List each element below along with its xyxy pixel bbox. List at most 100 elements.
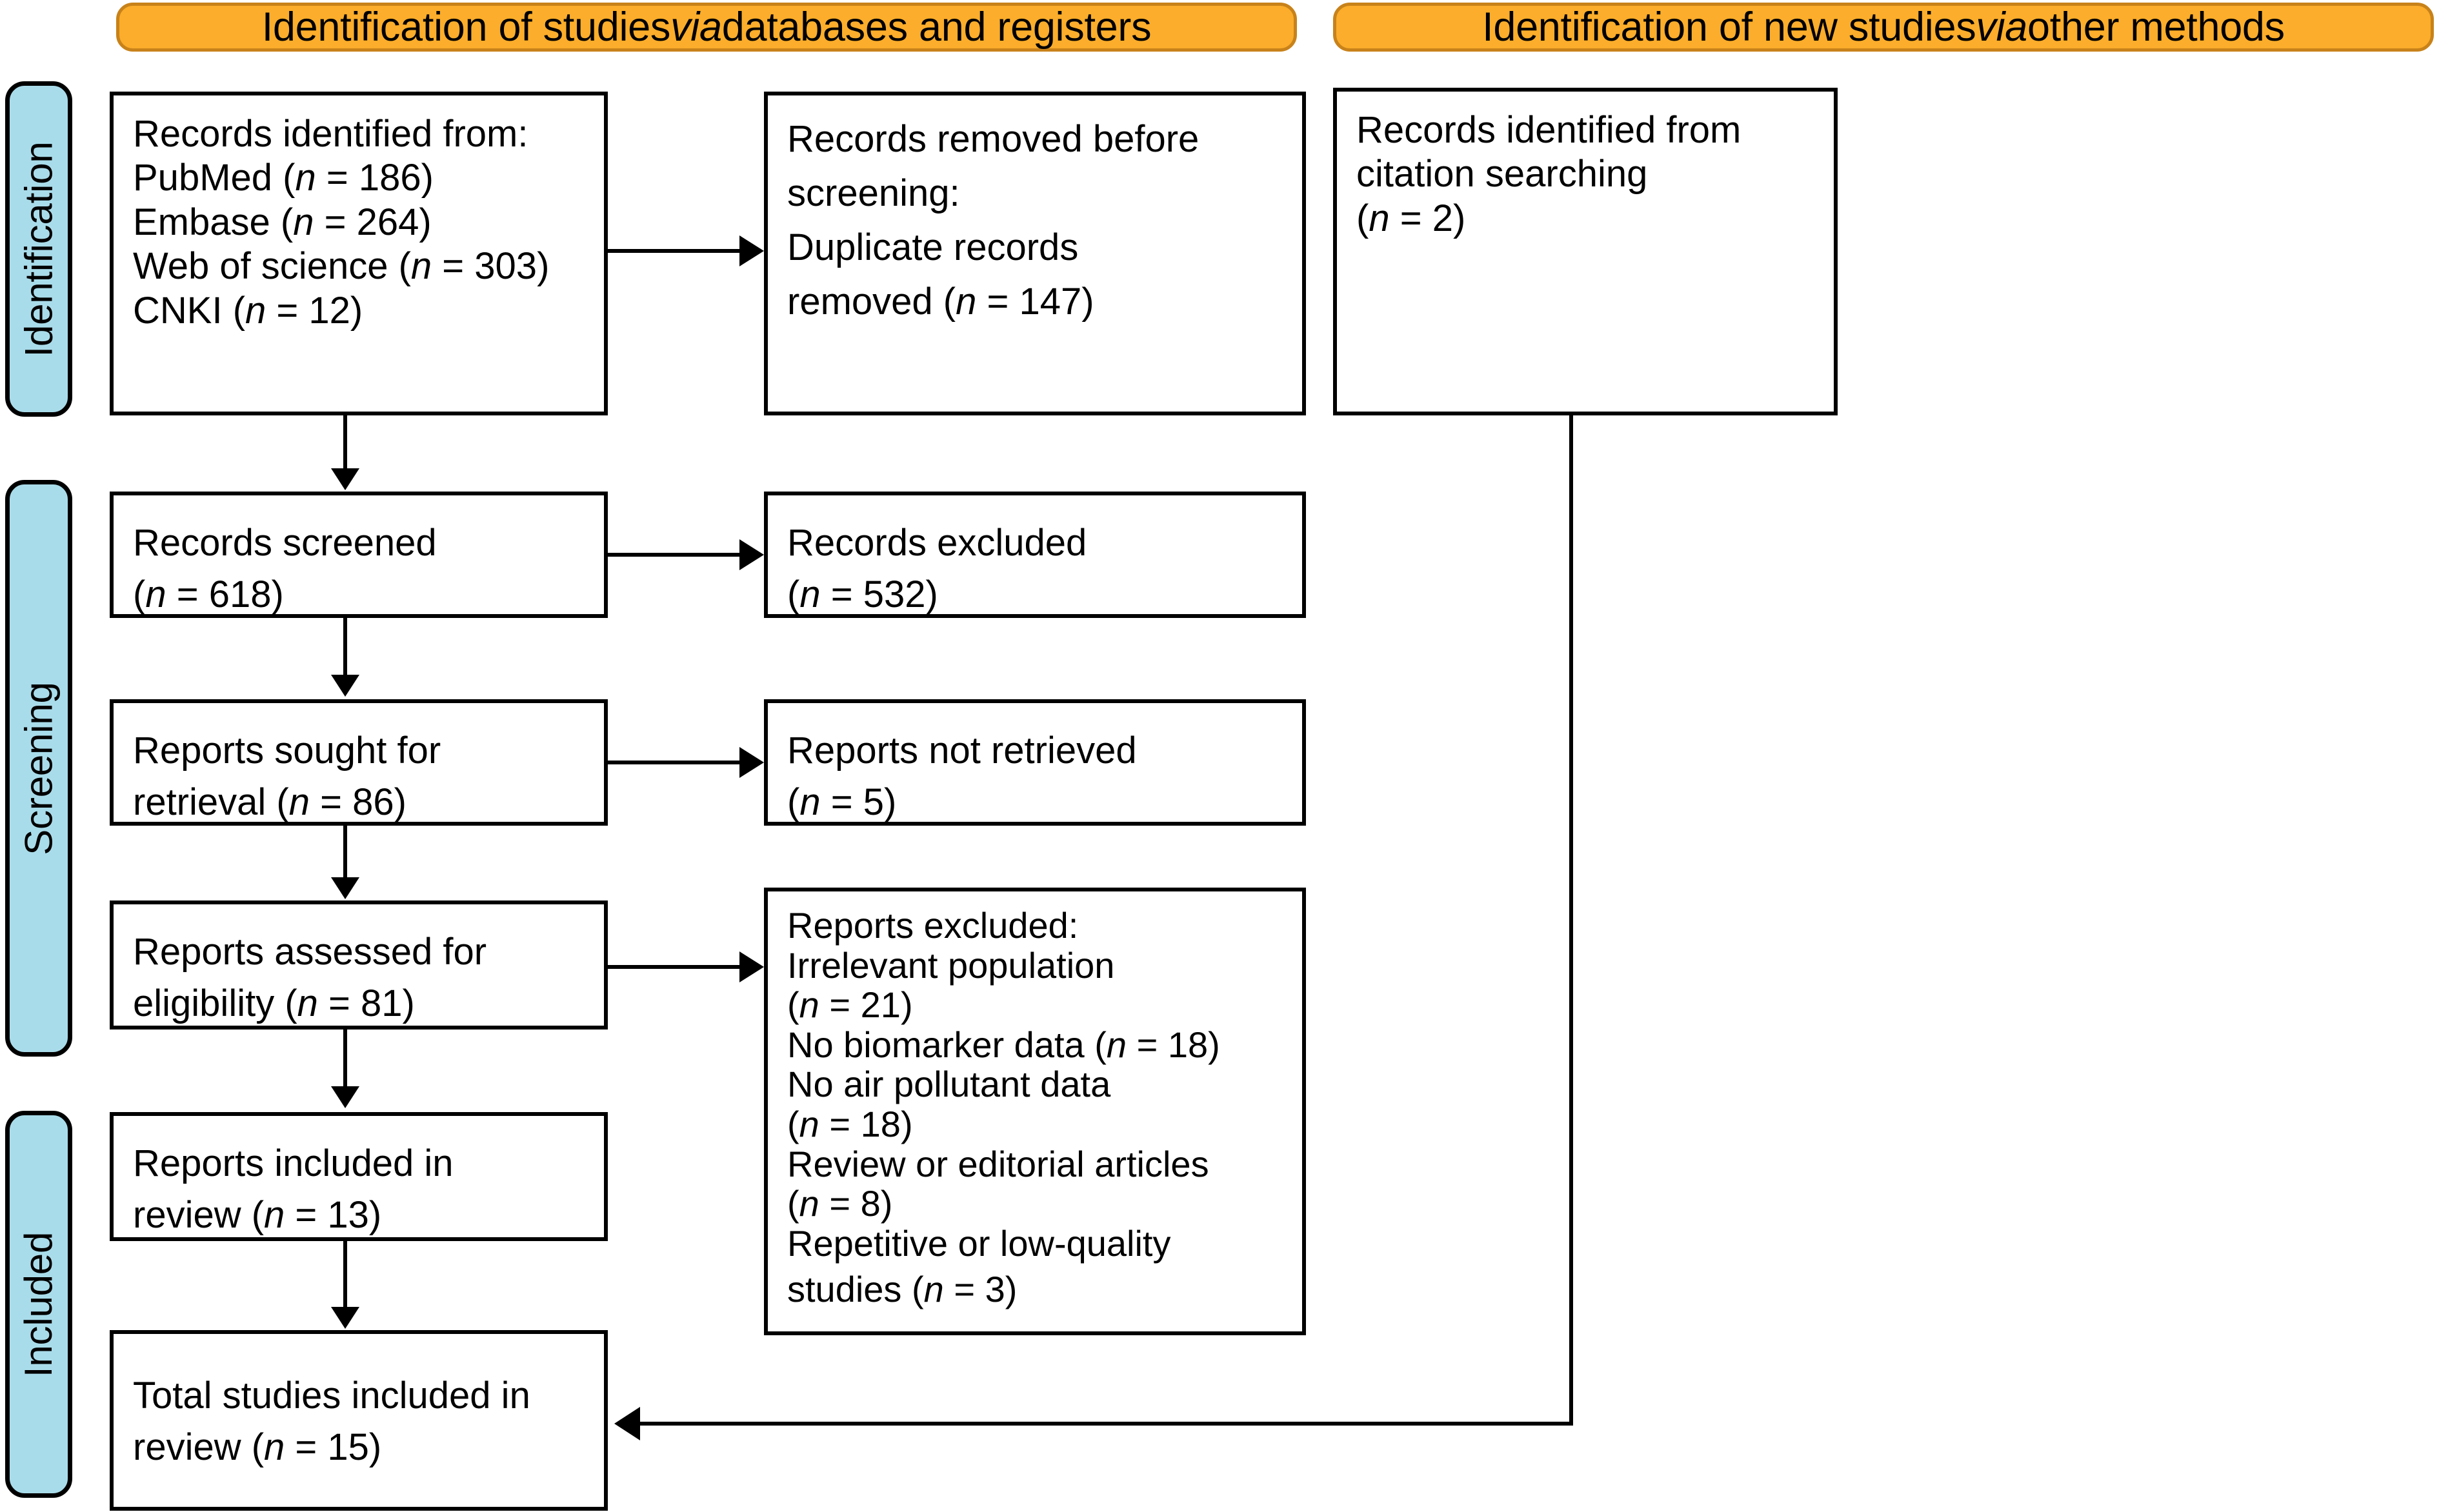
records-excluded-n: 532 (863, 573, 926, 616)
source-name: Embase (133, 201, 270, 243)
arrowhead-assessed-to-included (331, 1086, 359, 1108)
reports-sought-line2-pre: retrieval ( (133, 781, 289, 824)
arrowhead-sought-to-not-retrieved (739, 747, 764, 778)
reason-n: 18 (860, 1103, 901, 1144)
reports-excluded-reason-3-text: Review or editorial articles (787, 1143, 1209, 1184)
records-screened-n: 618 (208, 573, 272, 616)
reports-assessed-line2: eligibility (n = 81) (133, 982, 415, 1025)
records-identified-source-3: CNKI (n = 12) (133, 289, 363, 332)
reports-excluded-reason-2-text: No air pollutant data (787, 1064, 1111, 1105)
box-reports-included: Reports included in review (n = 13) (110, 1112, 608, 1241)
reason-text: No biomarker data (787, 1024, 1085, 1065)
source-name: PubMed (133, 157, 273, 199)
records-excluded-label: Records excluded (787, 522, 1087, 564)
records-removed-line4-pre: removed ( (787, 281, 956, 323)
records-identified-source-0: PubMed (n = 186) (133, 157, 434, 199)
reports-excluded-reason-1: No biomarker data (n = 18) (787, 1024, 1220, 1065)
reports-excluded-reason-0-text: Irrelevant population (787, 944, 1115, 986)
total-included-n: 15 (327, 1426, 369, 1469)
total-included-line2-pre: review ( (133, 1426, 265, 1469)
source-count: 12 (308, 289, 350, 332)
box-reports-sought: Reports sought for retrieval (n = 86) (110, 699, 608, 826)
phase-header-databases-post: databases and registers (721, 5, 1152, 50)
connector-citation-horizontal (639, 1422, 1573, 1426)
reports-not-retrieved-label: Reports not retrieved (787, 730, 1137, 771)
reason-n: 21 (860, 984, 901, 1026)
total-included-line1: Total studies included in (133, 1375, 530, 1417)
connector-identified-to-removed (608, 249, 739, 253)
reports-included-n: 13 (327, 1194, 369, 1237)
reports-excluded-title: Reports excluded: (787, 905, 1079, 946)
citation-searching-line2: citation searching (1356, 153, 1648, 195)
connector-included-to-total (343, 1241, 347, 1308)
reports-excluded-reason-4-text: Repetitive or low-quality (787, 1222, 1171, 1264)
reports-included-line2-pre: review ( (133, 1194, 265, 1237)
reports-sought-n: 86 (352, 781, 394, 824)
records-removed-line4: removed (n = 147) (787, 281, 1094, 323)
box-total-included: Total studies included in review (n = 15… (110, 1330, 608, 1511)
connector-sought-to-not-retrieved (608, 761, 739, 764)
arrowhead-identified-to-screened (331, 468, 359, 490)
records-identified-source-1: Embase (n = 264) (133, 201, 432, 243)
records-excluded-count: (n = 532) (787, 573, 938, 616)
arrowhead-screened-to-excluded (739, 539, 764, 570)
reports-sought-line1: Reports sought for (133, 730, 441, 771)
stage-bar-screening: Screening (5, 480, 72, 1057)
stage-bar-screening-label: Screening (17, 681, 61, 855)
box-reports-excluded: Reports excluded: Irrelevant population … (764, 888, 1306, 1335)
phase-header-other-italic: via (1976, 5, 2028, 50)
arrowhead-sought-to-assessed (331, 877, 359, 899)
reports-sought-line2: retrieval (n = 86) (133, 781, 406, 824)
arrowhead-citation-to-total (614, 1407, 640, 1440)
reports-assessed-n: 81 (361, 982, 403, 1025)
reports-excluded-reason-4-count: studies (n = 3) (787, 1269, 1018, 1310)
reports-not-retrieved-count: (n = 5) (787, 781, 897, 824)
phase-header-other-pre: Identification of new studies (1482, 5, 1976, 50)
source-count: 264 (356, 201, 419, 243)
records-removed-count: 147 (1019, 281, 1082, 323)
connector-sought-to-assessed (343, 826, 347, 879)
citation-searching-n: 2 (1432, 197, 1453, 239)
citation-searching-count: (n = 2) (1356, 197, 1466, 239)
records-identified-source-2: Web of science (n = 303) (133, 245, 550, 288)
reports-included-line2: review (n = 13) (133, 1194, 382, 1237)
source-count: 186 (358, 157, 421, 199)
box-records-identified: Records identified from: PubMed (n = 186… (110, 92, 608, 415)
phase-header-databases: Identification of studies via databases … (116, 3, 1297, 52)
arrowhead-identified-to-removed (739, 235, 764, 266)
reports-not-retrieved-n: 5 (863, 781, 884, 824)
reports-excluded-reason-3-count: (n = 8) (787, 1183, 893, 1224)
arrowhead-included-to-total (331, 1307, 359, 1329)
records-identified-title: Records identified from: (133, 113, 528, 155)
reports-included-line1: Reports included in (133, 1142, 454, 1184)
reports-excluded-reason-0-count: (n = 21) (787, 984, 913, 1026)
arrowhead-assessed-to-excluded (739, 951, 764, 982)
source-count: 303 (474, 245, 537, 288)
source-name: Web of science (133, 245, 388, 288)
connector-screened-to-sought (343, 618, 347, 676)
records-screened-count: (n = 618) (133, 573, 284, 616)
reason-n: 18 (1167, 1024, 1209, 1065)
reports-assessed-line2-pre: eligibility ( (133, 982, 297, 1025)
connector-identified-to-screened (343, 415, 347, 471)
records-screened-label: Records screened (133, 522, 437, 564)
connector-assessed-to-included (343, 1030, 347, 1088)
records-removed-line3: Duplicate records (787, 226, 1079, 269)
connector-assessed-to-excluded (608, 965, 739, 969)
box-citation-searching: Records identified from citation searchi… (1333, 88, 1838, 415)
source-name: CNKI (133, 289, 223, 332)
box-records-removed: Records removed before screening: Duplic… (764, 92, 1306, 415)
stage-bar-included-label: Included (17, 1231, 61, 1377)
phase-header-databases-italic: via (670, 5, 722, 50)
phase-header-databases-pre: Identification of studies (261, 5, 671, 50)
records-removed-line1: Records removed before (787, 118, 1199, 160)
box-reports-not-retrieved: Reports not retrieved (n = 5) (764, 699, 1306, 826)
reason-n: 3 (985, 1269, 1005, 1310)
stage-bar-identification-label: Identification (17, 141, 61, 357)
connector-screened-to-excluded (608, 553, 739, 557)
connector-citation-vertical (1569, 415, 1573, 1426)
phase-header-other-methods: Identification of new studies via other … (1333, 3, 2434, 52)
total-included-line2: review (n = 15) (133, 1426, 382, 1469)
citation-searching-line1: Records identified from (1356, 109, 1741, 151)
